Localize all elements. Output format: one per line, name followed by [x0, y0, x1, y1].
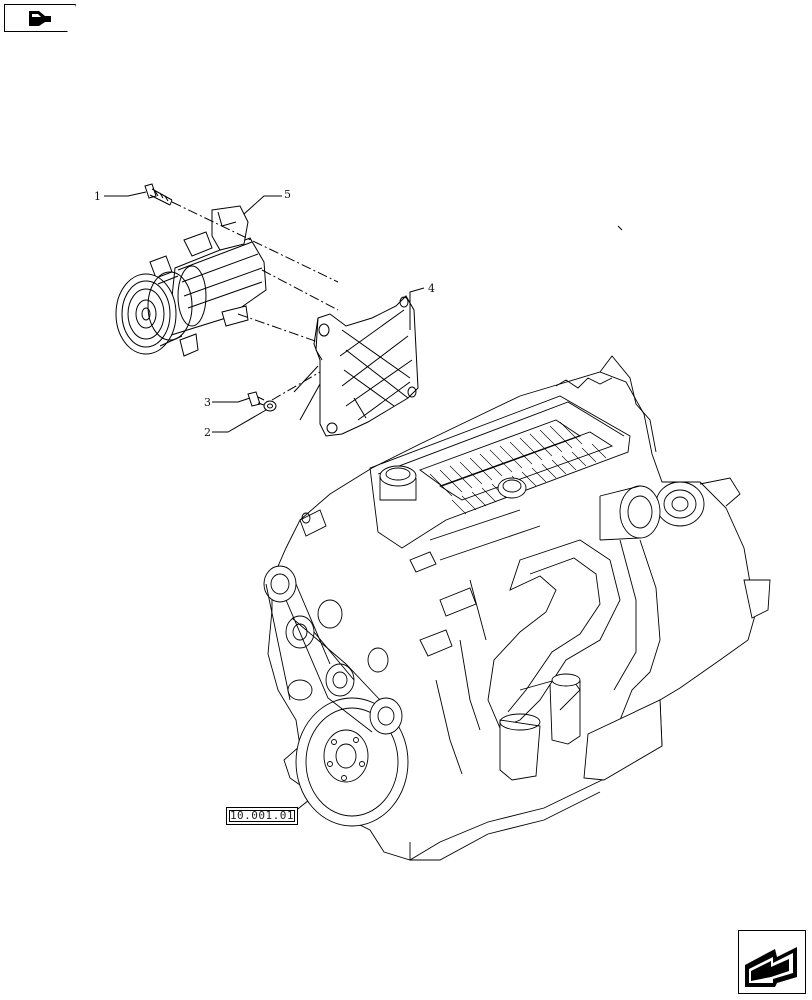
next-page-button[interactable] — [738, 930, 806, 994]
previous-page-button[interactable] — [4, 4, 76, 32]
callout-4: 4 — [428, 282, 435, 295]
mounting-bracket — [313, 295, 419, 437]
screw-part-3 — [247, 391, 265, 407]
reference-link-label[interactable]: 10.001.01 — [226, 807, 298, 825]
callout-1: 1 — [94, 190, 101, 203]
compressor — [115, 205, 267, 357]
callout-3: 3 — [204, 396, 211, 409]
arrow-right-icon — [745, 947, 797, 987]
arrow-left-icon — [29, 11, 51, 26]
callout-2: 2 — [204, 426, 211, 439]
bolt-part-1 — [144, 183, 173, 206]
assembly-lines — [171, 201, 339, 401]
washer-part-2 — [263, 400, 277, 412]
callout-labels: 1 2 3 4 5 — [94, 188, 435, 439]
callout-5: 5 — [284, 188, 291, 201]
engine-assembly — [263, 355, 771, 861]
